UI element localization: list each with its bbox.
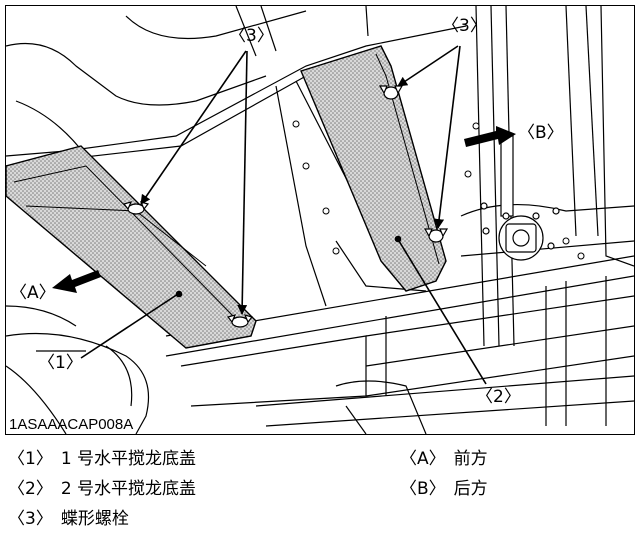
- legend-key: 〈3〉: [8, 509, 53, 529]
- legend-item-3: 〈3〉蝶形螺栓: [8, 508, 129, 530]
- callout-3-left: 〈3〉: [229, 26, 274, 46]
- legend-text: 后方: [453, 479, 488, 499]
- figure-code: 1ASAAACAP008A: [9, 416, 133, 433]
- legend-item-1: 〈1〉 1 号水平搅龙底盖: [8, 448, 196, 470]
- chassis-frame: [6, 6, 634, 434]
- legend-item-2: 〈2〉 2 号水平搅龙底盖: [8, 478, 196, 500]
- legend-item-a: 〈A〉前方: [400, 448, 488, 470]
- wing-bolt: [378, 85, 404, 100]
- rear-arrow: [464, 126, 516, 147]
- callout-a: 〈A〉: [10, 283, 56, 303]
- callout-3-right: 〈3〉: [442, 16, 487, 36]
- front-arrow: [52, 270, 101, 293]
- wing-bolts: [122, 85, 449, 328]
- legend-item-b: 〈B〉后方: [400, 478, 488, 500]
- legend-text: 2 号水平搅龙底盖: [60, 479, 197, 499]
- diagram-canvas: 〈3〉 〈3〉 〈B〉 〈A〉 〈1〉 〈2〉 1ASAAACAP008A: [6, 6, 634, 434]
- legend-key: 〈A〉: [400, 449, 446, 469]
- leader-lines: [80, 45, 487, 385]
- legend-key: 〈1〉: [8, 449, 53, 469]
- drive-coupling: [480, 135, 560, 261]
- callout-b: 〈B〉: [518, 123, 564, 143]
- diagram-figure: 〈3〉 〈3〉 〈B〉 〈A〉 〈1〉 〈2〉 1ASAAACAP008A: [5, 5, 635, 435]
- legend-key: 〈2〉: [8, 479, 53, 499]
- wing-bolt: [226, 314, 254, 328]
- callout-2: 〈2〉: [476, 387, 521, 407]
- legend: 〈1〉1 号水平搅龙底盖 〈2〉2 号水平搅龙底盖 〈3〉蝶形螺栓 〈A〉前方 …: [0, 440, 640, 551]
- legend-text: 蝶形螺栓: [60, 509, 129, 529]
- legend-text: 1 号水平搅龙底盖: [60, 449, 197, 469]
- direction-arrows: [52, 126, 516, 293]
- wing-bolt: [423, 228, 449, 243]
- legend-key: 〈B〉: [400, 479, 446, 499]
- frame-holes: [292, 120, 585, 260]
- auger-cover-1: [6, 145, 257, 349]
- legend-text: 前方: [453, 449, 488, 469]
- auger-cover-2: [300, 45, 447, 292]
- callout-1: 〈1〉: [38, 353, 83, 373]
